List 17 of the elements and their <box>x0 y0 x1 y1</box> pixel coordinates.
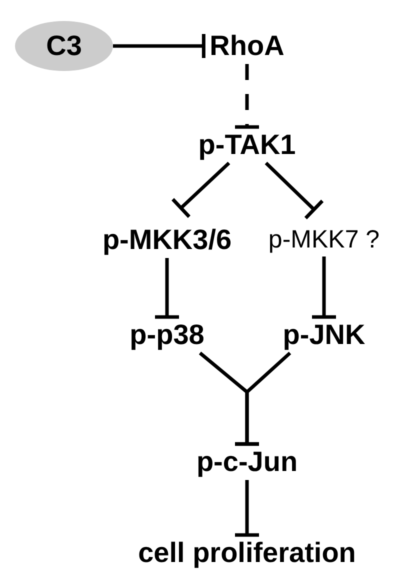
node-label: p-MKK3/6 <box>96 208 238 258</box>
oval-node: C3 <box>15 21 113 71</box>
inhibition-line <box>264 162 324 220</box>
inhibition-line <box>153 258 181 319</box>
node-label: cell proliferation <box>132 535 362 571</box>
inhibition-line <box>233 352 292 446</box>
node-label: p-TAK1 <box>192 127 302 163</box>
inhibition-line <box>233 64 261 129</box>
node-label: p-p38 <box>124 317 210 353</box>
node-label: p-JNK <box>276 317 372 353</box>
inhibition-line <box>310 256 338 319</box>
node-label: RhoA <box>204 28 290 64</box>
inhibition-line <box>233 480 261 537</box>
node-label: p-MKK7 ? <box>262 210 386 256</box>
node-label: p-c-Jun <box>190 444 304 480</box>
inhibition-line <box>171 162 230 218</box>
inhibition-line <box>113 32 206 60</box>
